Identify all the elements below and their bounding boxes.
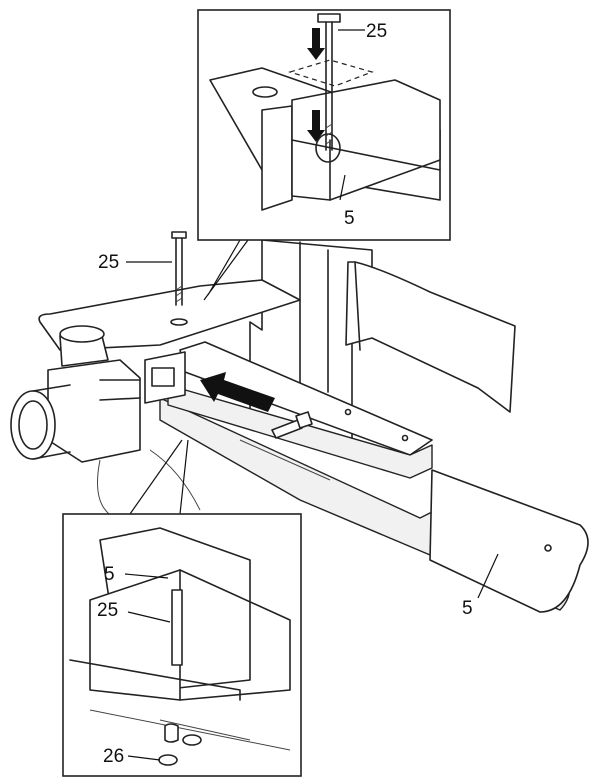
label-26-bottom-inset: 26 — [103, 746, 124, 767]
label-25-bottom-inset: 25 — [97, 600, 118, 621]
main-assembly — [10, 231, 589, 613]
top-inset — [197, 9, 451, 301]
label-5-top-inset: 5 — [344, 208, 355, 229]
label-5-main: 5 — [462, 598, 473, 619]
arrow-insert-icon — [200, 372, 275, 412]
label-5-bottom-inset: 5 — [104, 564, 115, 585]
screw-25-main — [170, 231, 188, 326]
arrow-down-icon — [307, 110, 325, 142]
bottom-inset — [62, 439, 302, 777]
label-25-main: 25 — [98, 252, 119, 273]
arrow-down-icon — [307, 28, 325, 60]
bolt-horizontal — [271, 411, 313, 439]
label-25-top-inset: 25 — [366, 21, 387, 42]
